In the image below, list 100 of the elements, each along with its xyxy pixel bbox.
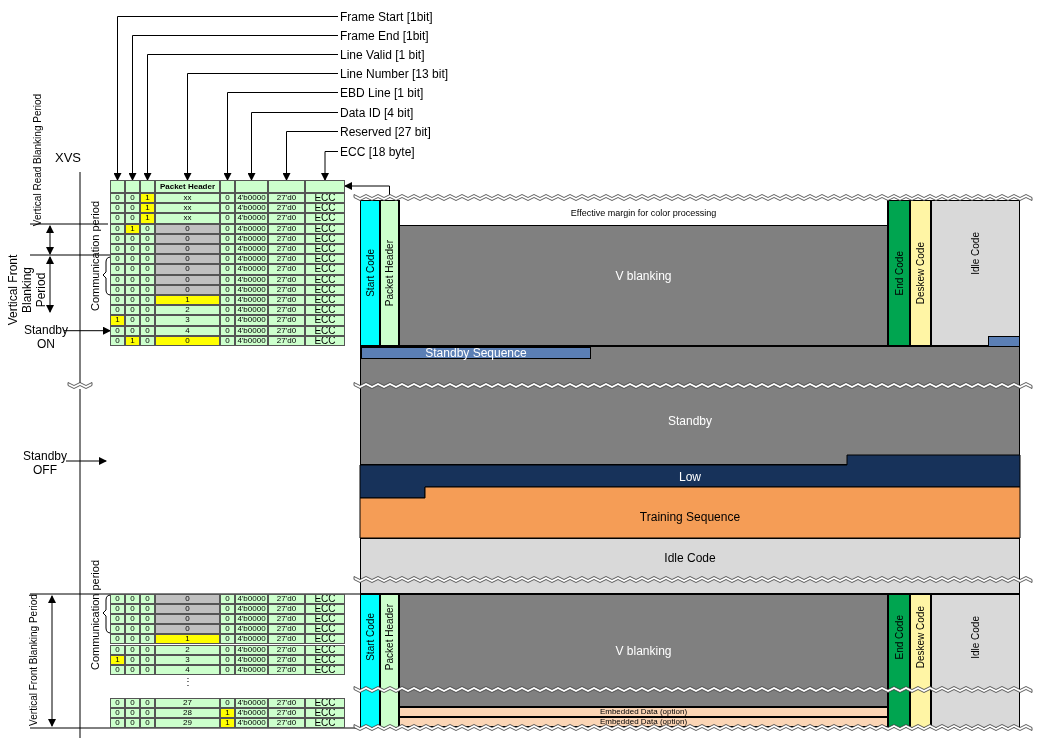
- table-cell: xx: [155, 213, 220, 224]
- field-label: Line Number [13 bit]: [340, 65, 450, 82]
- header-cell: [125, 180, 140, 193]
- table-cell: xx: [155, 203, 220, 214]
- table-cell: 0: [140, 664, 155, 675]
- table-cell: 0: [220, 223, 235, 234]
- table-cell: 0: [125, 274, 140, 285]
- table-cell: 1: [140, 193, 155, 204]
- code-block: End Code: [888, 200, 910, 346]
- table-cell: 0: [155, 254, 220, 265]
- table-cell: ECC: [305, 697, 345, 708]
- table-cell: 2: [155, 644, 220, 655]
- table-cell: 0: [110, 274, 125, 285]
- code-block: Idle Code: [931, 594, 1020, 728]
- table-cell: 0: [110, 664, 125, 675]
- table-cell: 1: [155, 634, 220, 645]
- header-cell: [220, 180, 235, 193]
- table-cell: 0: [125, 644, 140, 655]
- table-cell: 2: [155, 305, 220, 316]
- table-cell: 0: [220, 284, 235, 295]
- code-block: Deskew Code: [910, 594, 931, 728]
- leader-line: [143, 54, 339, 181]
- table-cell: 4: [155, 664, 220, 675]
- table-cell: 0: [220, 233, 235, 244]
- table-cell: 0: [125, 264, 140, 275]
- table-cell: 0: [220, 634, 235, 645]
- field-label: EBD Line [1 bit]: [340, 84, 450, 101]
- table-cell: 4'b0000: [235, 233, 268, 244]
- table-cell: 4'b0000: [235, 634, 268, 645]
- table-cell: 1: [110, 315, 125, 326]
- table-cell: 0: [140, 325, 155, 336]
- table-cell: 4'b0000: [235, 213, 268, 224]
- field-label: Data ID [4 bit]: [340, 104, 450, 121]
- table-cell: 4'b0000: [235, 644, 268, 655]
- table-cell: 0: [140, 315, 155, 326]
- table-cell: 0: [155, 614, 220, 625]
- table-cell: 0: [155, 274, 220, 285]
- table-cell: 0: [220, 654, 235, 665]
- table-cell: 0: [140, 717, 155, 729]
- table-cell: ECC: [305, 634, 345, 645]
- table-cell: ECC: [305, 284, 345, 295]
- table-cell: 0: [140, 697, 155, 708]
- table-cell: 0: [110, 717, 125, 729]
- header-cell: [305, 180, 345, 193]
- table-cell: 0: [140, 223, 155, 234]
- field-label: Line Valid [1 bit]: [340, 46, 450, 63]
- table-cell: 27'd0: [268, 664, 305, 675]
- header-cell: [110, 180, 125, 193]
- table-cell: 1: [125, 223, 140, 234]
- table-cell: 1: [220, 717, 235, 729]
- table-cell: 27'd0: [268, 697, 305, 708]
- header-cell: [140, 180, 155, 193]
- table-cell: 1: [140, 203, 155, 214]
- table-cell: 4'b0000: [235, 697, 268, 708]
- table-cell: 27'd0: [268, 325, 305, 336]
- leader-line: [282, 131, 339, 181]
- field-label: ECC [18 byte]: [340, 143, 450, 160]
- period-label: Vertical Front Blanking Period: [28, 593, 40, 728]
- table-cell: 1: [125, 335, 140, 346]
- field-label: Frame End [1bit]: [340, 27, 450, 44]
- table-cell: 0: [140, 654, 155, 665]
- table-cell: 27'd0: [268, 644, 305, 655]
- table-cell: 27'd0: [268, 233, 305, 244]
- table-cell: 0: [125, 654, 140, 665]
- code-block: End Code: [888, 594, 910, 728]
- leader-line: [223, 92, 339, 181]
- table-cell: 0: [110, 325, 125, 336]
- table-cell: 0: [140, 644, 155, 655]
- table-cell: 4'b0000: [235, 664, 268, 675]
- blanking-block: V blanking: [399, 225, 888, 346]
- table-cell: 27'd0: [268, 315, 305, 326]
- code-block: Deskew Code: [910, 200, 931, 346]
- leader-line: [183, 73, 339, 181]
- table-cell: 0: [220, 264, 235, 275]
- ellipsis: ⋮: [182, 677, 194, 687]
- table-cell: 4'b0000: [235, 284, 268, 295]
- table-cell: ECC: [305, 223, 345, 234]
- table-cell: 0: [110, 213, 125, 224]
- table-cell: 0: [220, 697, 235, 708]
- table-cell: 0: [125, 233, 140, 244]
- table-cell: 0: [220, 664, 235, 675]
- table-cell: 0: [110, 644, 125, 655]
- table-cell: 27'd0: [268, 264, 305, 275]
- table-cell: 0: [220, 315, 235, 326]
- leader-line: [247, 112, 339, 181]
- table-cell: 4'b0000: [235, 315, 268, 326]
- table-cell: 0: [110, 264, 125, 275]
- sequence-bar: Standby Sequence: [361, 347, 591, 359]
- table-cell: 0: [125, 634, 140, 645]
- table-cell: 4'b0000: [235, 717, 268, 729]
- table-cell: 0: [125, 664, 140, 675]
- table-cell: ECC: [305, 315, 345, 326]
- table-cell: 27'd0: [268, 634, 305, 645]
- table-cell: 4'b0000: [235, 274, 268, 285]
- leader-line: [128, 35, 339, 181]
- table-cell: 4'b0000: [235, 707, 268, 718]
- table-cell: 1: [220, 707, 235, 718]
- standby-band: Standby Standby Sequence: [360, 346, 1020, 465]
- table-cell: ECC: [305, 717, 345, 729]
- table-cell: 0: [220, 213, 235, 224]
